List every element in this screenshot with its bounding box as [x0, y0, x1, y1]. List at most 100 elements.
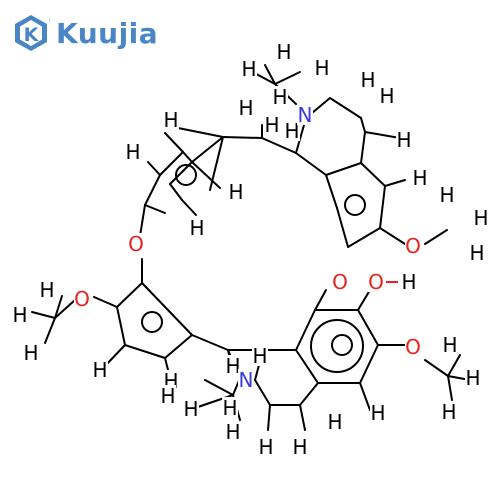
bond-line-11: [144, 204, 166, 214]
bond-line-39: [116, 306, 126, 346]
atom-label-bg-24: [183, 398, 199, 419]
hydrogen-atom-label: H: [360, 68, 375, 92]
atom-label-bg-32: [465, 367, 481, 388]
atom-label-bg-25: [222, 397, 238, 418]
hydrogen-atom-label: H: [23, 341, 38, 365]
atom-label-bg-34: [225, 355, 241, 376]
bond-line-32: [364, 131, 401, 139]
nitrogen-atom-label: N: [298, 103, 313, 127]
bond-line-0: [147, 161, 161, 176]
bond-line-46: [44, 317, 56, 344]
oxygen-atom-label: O: [128, 232, 144, 256]
bond-line-31: [384, 179, 406, 187]
hydrogen-atom-label: H: [465, 366, 480, 390]
atom-label-bg-33: [441, 401, 457, 422]
bond-line-36: [274, 71, 301, 85]
oxygen-atom-label: O: [74, 287, 90, 311]
hydrogen-atom-label: H: [264, 113, 279, 137]
hydrogen-atom-label: H: [189, 216, 204, 240]
bond-line-40: [124, 344, 166, 359]
bond-line-68: [299, 382, 319, 406]
bond-line-72: [424, 359, 449, 377]
bond-line-43: [93, 296, 118, 308]
bond-line-9: [169, 183, 183, 201]
atom-label-bg-41: [405, 235, 421, 256]
atom-label-bg-18: [12, 304, 28, 325]
atom-label-bg-12: [396, 129, 412, 150]
atom-label-bg-13: [412, 167, 428, 188]
oxygen-atom-label: O: [332, 270, 348, 294]
hydrogen-atom-label: H: [401, 270, 416, 294]
bond-line-30: [424, 229, 448, 245]
atom-label-bg-4: [264, 114, 280, 135]
atom-label-bg-22: [160, 385, 176, 406]
bond-line-34: [264, 64, 276, 85]
atom-label-bg-30: [370, 402, 386, 423]
aromatic-ring-2: [344, 194, 366, 216]
aromatic-ring-3: [141, 311, 163, 333]
bond-line-64: [295, 349, 319, 384]
hydrogen-atom-label: H: [314, 56, 329, 80]
hydrogen-atom-label: H: [327, 410, 342, 434]
bond-line-12: [222, 136, 263, 139]
hydrogen-atom-label: H: [225, 420, 240, 444]
registered-mark: ®: [48, 17, 50, 25]
aromatic-ring-benzene: [310, 319, 364, 373]
hydrogen-atom-label: H: [222, 396, 237, 420]
atom-label-bg-0: [163, 109, 179, 130]
hydrogen-atom-label: H: [12, 303, 27, 327]
atom-label-bg-10: [360, 69, 376, 90]
atom-label-bg-15: [473, 207, 489, 228]
hydrogen-atom-label: H: [228, 180, 243, 204]
atom-label-bg-17: [39, 279, 55, 300]
bond-line-70: [357, 289, 371, 311]
atom-label-bg-3: [189, 217, 205, 238]
hydrogen-atom-label: H: [125, 140, 140, 164]
bond-line-77: [267, 404, 271, 431]
hydrogen-atom-label: H: [252, 344, 267, 368]
atom-label-bg-28: [292, 436, 308, 457]
bond-line-23: [325, 162, 362, 176]
aromatic-ring-4: [331, 334, 353, 356]
atom-label-bg-27: [258, 436, 274, 457]
hydrogen-atom-label: H: [284, 119, 299, 143]
bond-line-8: [144, 174, 161, 206]
bond-line-4: [177, 127, 224, 138]
hydrogen-atom-label: H: [439, 183, 454, 207]
atom-label-bg-23: [238, 97, 254, 118]
hydrogen-atom-label: H: [160, 384, 175, 408]
atom-label-bg-9: [314, 57, 330, 78]
atom-label-bg-29: [327, 411, 343, 432]
atom-label-bg-20: [92, 359, 108, 380]
bond-line-3: [191, 136, 224, 163]
atom-label-bg-11: [379, 85, 395, 106]
kuujia-logo: K ® Kuujia: [12, 14, 158, 52]
atom-label-bg-39: [74, 288, 90, 309]
bond-line-62: [359, 344, 379, 384]
aromatic-ring-circles: [141, 164, 366, 373]
atom-label-bg-36: [297, 104, 313, 125]
atom-label-bg-7: [241, 58, 257, 79]
nitrogen-atom-label: N: [239, 368, 254, 392]
bond-line-2: [182, 151, 193, 163]
bond-line-28: [325, 174, 338, 209]
bond-line-47: [54, 295, 63, 319]
atom-label-bg-2: [228, 181, 244, 202]
atom-label-bg-42: [368, 271, 384, 292]
bond-line-76: [359, 382, 371, 411]
hydrogen-atom-label: H: [473, 206, 488, 230]
atom-label-bg-38: [128, 233, 144, 254]
bond-line-73: [447, 354, 461, 377]
hydrogen-atom-label: H: [92, 358, 107, 382]
bond-line-38: [116, 282, 143, 308]
oxygen-atom-label: O: [405, 335, 421, 359]
hydrogen-atom-label: H: [276, 40, 291, 64]
hydrogen-atom-label: H: [469, 241, 484, 265]
hydrogen-atom-label: H: [442, 333, 457, 357]
atom-label-bg-16: [469, 242, 485, 263]
hydrogen-atom-label: H: [412, 166, 427, 190]
hydrogen-atom-label: H: [238, 96, 253, 120]
atom-label-bg-5: [284, 120, 300, 141]
bond-line-5: [164, 132, 184, 153]
